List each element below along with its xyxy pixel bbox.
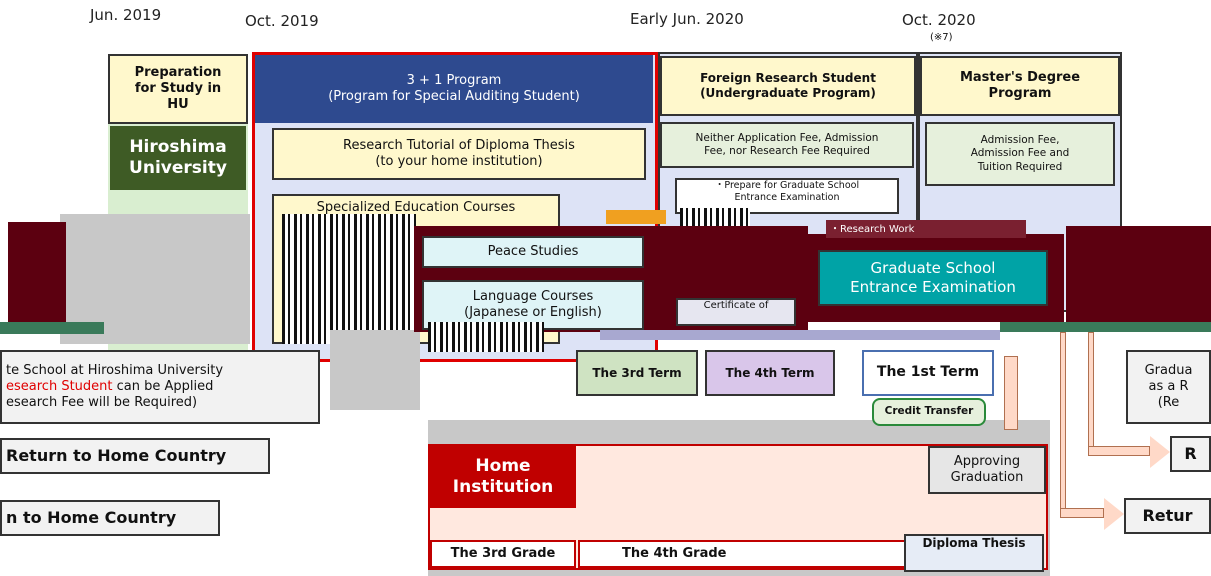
vertical-arrow-right-1 <box>1060 332 1066 514</box>
right-note-box: Gradua as a R (Re <box>1126 350 1211 424</box>
home-institution-label: Home Institution <box>430 446 576 508</box>
research-work-label: ・Research Work <box>826 220 1026 238</box>
foreign-header: Foreign Research Student (Undergraduate … <box>660 56 916 116</box>
grade-4th: The 4th Grade <box>578 540 908 568</box>
date-oct-2019: Oct. 2019 <box>245 12 319 30</box>
down-arrow-1st-term <box>1004 356 1018 430</box>
maroon-block-far-right <box>1066 226 1211 322</box>
right-arrow-2 <box>1104 498 1124 530</box>
return-home-box-1: Return to Home Country <box>0 438 270 474</box>
left-note-highlight: esearch Student <box>6 378 113 394</box>
note-mark: (※7) <box>930 32 953 43</box>
orange-arrow <box>606 210 666 224</box>
barcode-graphic-3 <box>428 322 544 352</box>
credit-transfer-badge: Credit Transfer <box>872 398 986 426</box>
left-note-text: te School at Hiroshima University esearc… <box>6 362 224 411</box>
date-oct-2020: Oct. 2020 <box>902 11 976 29</box>
return-home-box-2: n to Home Country <box>0 500 220 536</box>
approving-graduation-box: Approving Graduation <box>928 446 1046 494</box>
diploma-thesis-box: Diploma Thesis <box>904 534 1044 572</box>
horizontal-arrow-right-1 <box>1088 446 1150 456</box>
date-jun-2019: Jun. 2019 <box>90 6 162 24</box>
entrance-exam-box: Graduate School Entrance Examination <box>818 250 1048 306</box>
term-3rd: The 3rd Term <box>576 350 698 396</box>
peace-studies-box: Peace Studies <box>422 236 644 268</box>
gray-block-mid <box>330 330 420 410</box>
barcode-graphic-2 <box>680 208 750 228</box>
grade-3rd: The 3rd Grade <box>430 540 576 568</box>
left-note-box: te School at Hiroshima University esearc… <box>0 350 320 424</box>
teal-strip-right <box>1000 322 1211 332</box>
certificate-box: Certificate of <box>676 298 796 326</box>
horizontal-arrow-right-2 <box>1060 508 1104 518</box>
right-r-box: R <box>1170 436 1211 472</box>
program-header: 3 + 1 Program (Program for Special Audit… <box>255 55 653 123</box>
maroon-block-far-left <box>8 222 66 322</box>
right-return-box: Retur <box>1124 498 1211 534</box>
vertical-arrow-right-2 <box>1088 332 1094 452</box>
date-early-jun-2020: Early Jun. 2020 <box>630 10 744 28</box>
lavender-strip <box>600 330 1000 340</box>
right-arrow-1 <box>1150 436 1170 468</box>
term-4th: The 4th Term <box>705 350 835 396</box>
master-header: Master's Degree Program <box>920 56 1120 116</box>
hiroshima-university-label: Hiroshima University <box>110 126 246 190</box>
green-strip-left <box>0 322 104 334</box>
prep-header: Preparation for Study in HU <box>108 54 248 124</box>
language-courses-box: Language Courses (Japanese or English) <box>422 280 644 330</box>
specialized-courses-label: Specialized Education Courses <box>316 200 516 215</box>
barcode-graphic-1 <box>282 214 416 344</box>
term-1st: The 1st Term <box>862 350 994 396</box>
fees-none-box: Neither Application Fee, Admission Fee, … <box>660 122 914 168</box>
research-tutorial-box: Research Tutorial of Diploma Thesis (to … <box>272 128 646 180</box>
fees-master-box: Admission Fee, Admission Fee and Tuition… <box>925 122 1115 186</box>
